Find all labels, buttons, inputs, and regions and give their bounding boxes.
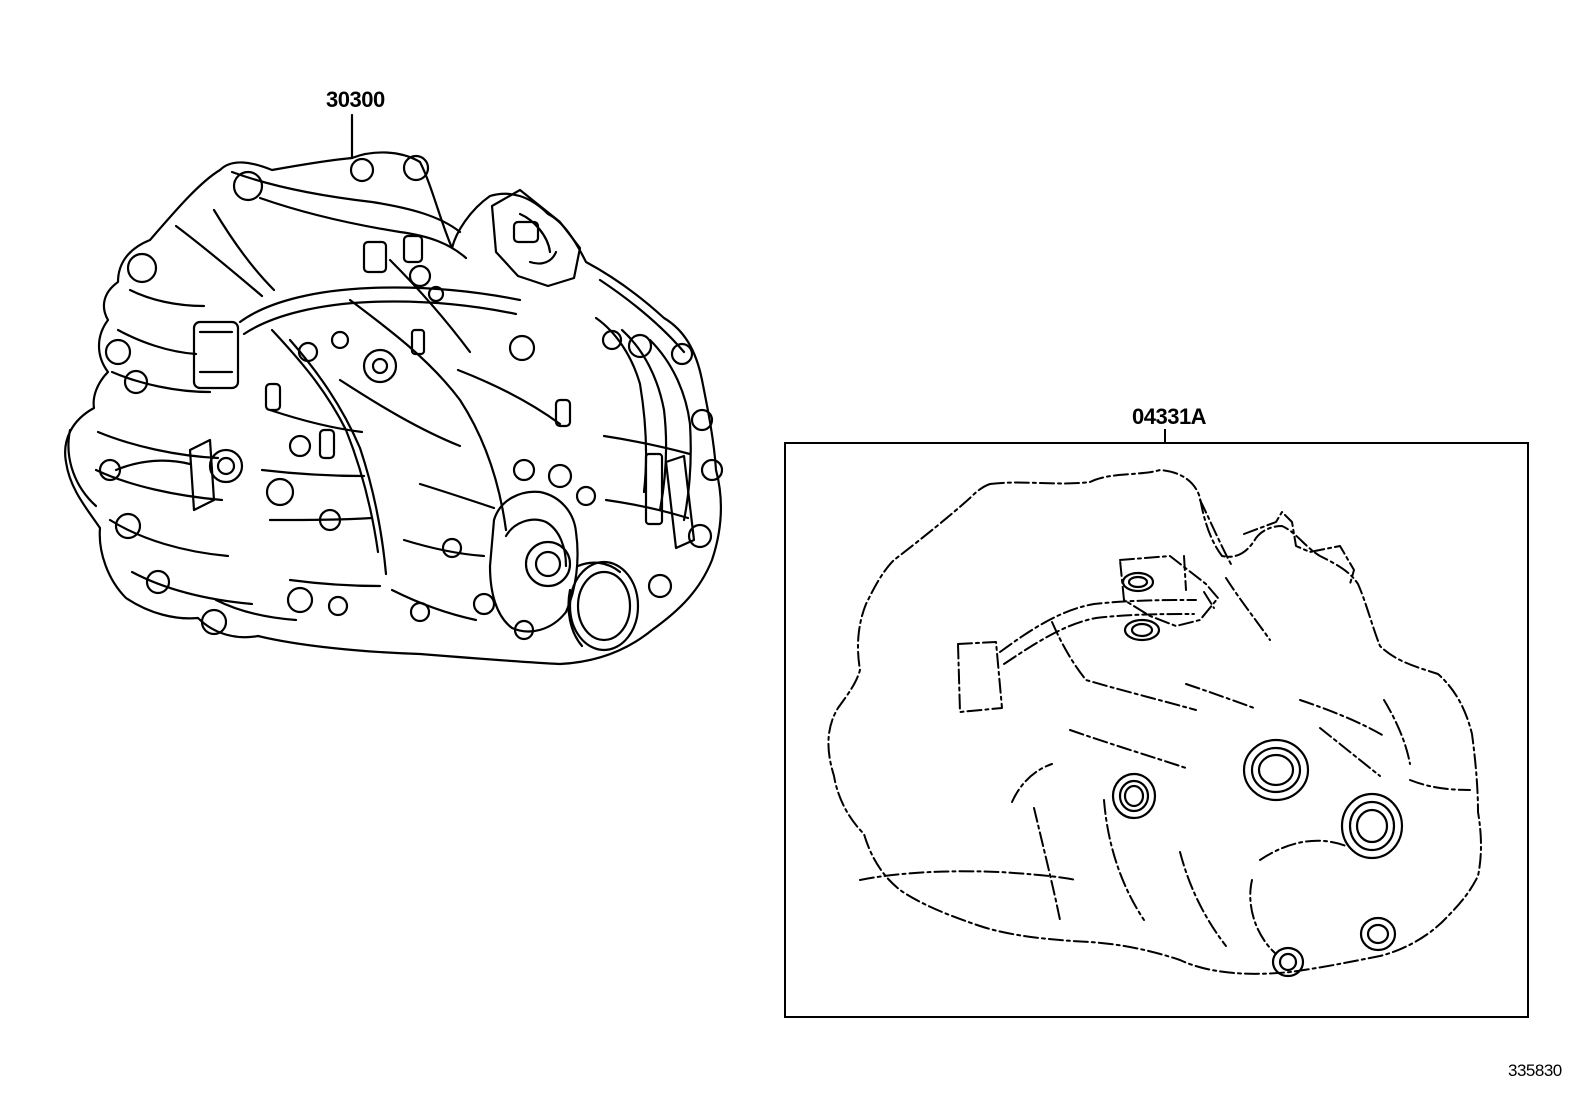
gasket-kit-box (784, 429, 1529, 1018)
callout-30300[interactable]: 30300 (326, 87, 385, 112)
callout-04331A[interactable]: 04331A (1132, 404, 1207, 429)
oil-seal-icons (1111, 571, 1404, 978)
diagram-id-label: 335830 (1508, 1061, 1562, 1080)
gasket-kit-outline-icon (827, 469, 1482, 975)
transaxle-assembly-icon (64, 113, 724, 666)
